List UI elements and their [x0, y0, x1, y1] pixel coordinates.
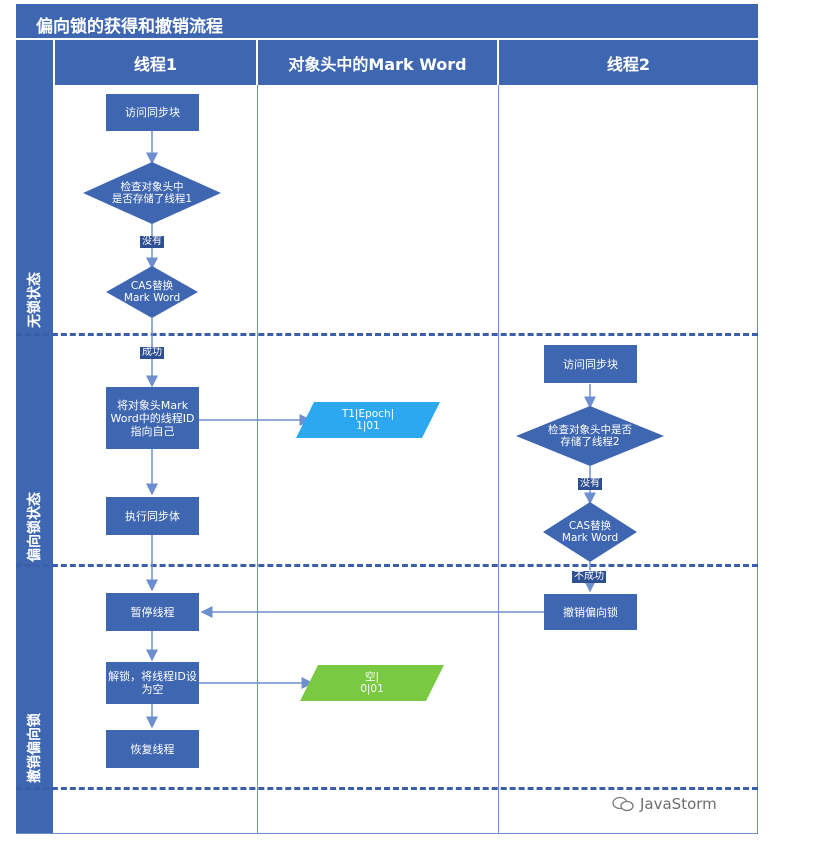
- decision-t2-cas-text: CAS替换 Mark Word: [543, 510, 637, 554]
- edge-label-t2-none: 没有: [578, 478, 602, 490]
- row-label-band: [16, 40, 53, 834]
- frame-border-bottom: [16, 833, 758, 834]
- edge-label-t2-fail: 不成功: [572, 571, 606, 583]
- markword-empty-text: 空| 0|01: [310, 665, 434, 701]
- lane-header-thread2: 线程2: [499, 40, 758, 85]
- process-t1-access: 访问同步块: [106, 94, 199, 131]
- markword-biased-text: T1|Epoch| 1|01: [306, 402, 430, 438]
- decision-t2-check: [516, 406, 664, 466]
- row-divider: [16, 564, 758, 567]
- decision-t1-cas: [106, 266, 198, 318]
- decision-t2-check-line2: 存储了线程2: [560, 436, 620, 448]
- markword-biased-line2: 1|01: [356, 420, 380, 432]
- edge-label-t1-none: 没有: [140, 236, 164, 248]
- decision-t2-cas-line1: CAS替换: [568, 520, 612, 532]
- decision-t1-cas-text: CAS替换 Mark Word: [106, 270, 198, 314]
- frame-border-right: [757, 85, 758, 834]
- process-t1-pause: 暂停线程: [106, 593, 199, 631]
- markword-biased-shape: [296, 402, 440, 438]
- row-divider: [16, 333, 758, 336]
- lane-header-thread1: 线程1: [55, 40, 256, 85]
- process-t1-resume: 恢复线程: [106, 730, 199, 768]
- process-t1-point-line2: Word中的线程ID: [110, 411, 195, 425]
- decision-t2-check-line1: 检查对象头中是否: [548, 424, 632, 436]
- edge-label-t1-success: 成功: [140, 347, 164, 359]
- process-t1-point-line1: 将对象头Mark: [116, 398, 189, 412]
- lane-divider: [257, 85, 258, 834]
- lane-header-markword: 对象头中的Mark Word: [258, 40, 497, 85]
- decision-t1-check-line1: 检查对象头中: [120, 181, 184, 193]
- markword-empty-line1: 空|: [364, 671, 380, 683]
- process-t1-point-self: 将对象头Mark Word中的线程ID 指向自己: [106, 387, 199, 449]
- wechat-icon: [612, 796, 634, 812]
- process-t1-point-line3: 指向自己: [130, 424, 175, 438]
- decision-t2-cas: [543, 502, 637, 562]
- lane-divider: [498, 85, 499, 834]
- title-bar: 偏向锁的获得和撤销流程: [16, 4, 758, 38]
- process-t1-unlock-line2: 为空: [141, 683, 164, 696]
- watermark-text: JavaStorm: [640, 795, 717, 813]
- decision-t1-check-line2: 是否存储了线程1: [111, 193, 193, 205]
- process-t1-exec: 执行同步体: [106, 497, 199, 535]
- diagram-title: 偏向锁的获得和撤销流程: [36, 17, 223, 37]
- decision-t1-check: [83, 162, 221, 224]
- markword-empty-line2: 0|01: [360, 683, 384, 695]
- decision-t1-cas-line1: CAS替换: [130, 280, 174, 292]
- process-t1-unlock-line1: 解锁，将线程ID设: [108, 670, 197, 683]
- process-t1-unlock: 解锁，将线程ID设 为空: [106, 662, 199, 704]
- decision-t1-cas-line2: Mark Word: [123, 292, 181, 304]
- markword-empty-shape: [300, 665, 444, 701]
- process-t2-access: 访问同步块: [544, 345, 637, 383]
- process-t2-revoke: 撤销偏向锁: [544, 594, 637, 630]
- markword-biased-line1: T1|Epoch|: [341, 408, 395, 420]
- watermark: JavaStorm: [612, 795, 717, 813]
- row-divider: [16, 787, 758, 790]
- decision-t2-check-text: 检查对象头中是否 存储了线程2: [520, 414, 660, 458]
- decision-t1-check-text: 检查对象头中 是否存储了线程1: [83, 170, 221, 216]
- decision-t2-cas-line2: Mark Word: [561, 532, 619, 544]
